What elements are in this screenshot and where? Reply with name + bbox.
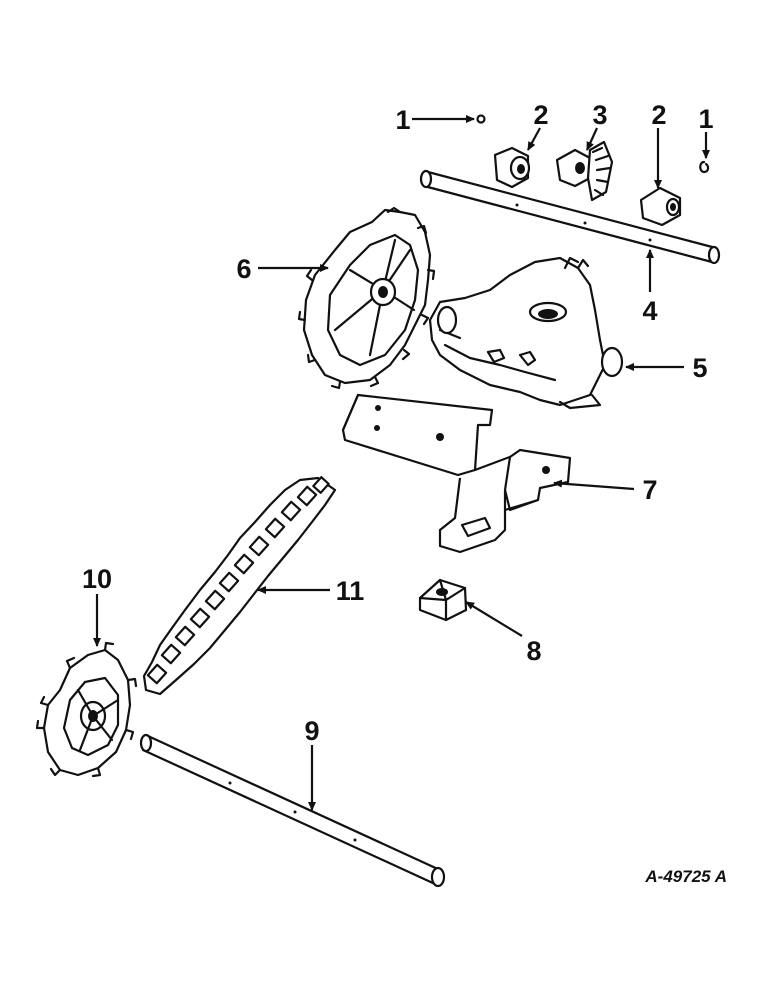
large-sprocket-part xyxy=(297,206,436,390)
callout-label-2a: 2 xyxy=(533,100,548,130)
callout-label-4: 4 xyxy=(642,296,657,326)
callout-label-8: 8 xyxy=(526,636,541,666)
callout-label-5: 5 xyxy=(692,353,707,383)
callout-label-3: 3 xyxy=(592,100,607,130)
lower-shaft-part xyxy=(139,733,446,888)
bushing-left-part xyxy=(493,146,531,189)
callout-label-1a: 1 xyxy=(395,105,410,135)
callout-label-1b: 1 xyxy=(698,104,713,134)
small-sprocket-part xyxy=(35,641,138,778)
square-block-part xyxy=(418,578,468,622)
mounting-bracket-part xyxy=(341,393,572,554)
callout-arrows xyxy=(93,115,710,811)
callout-label-9: 9 xyxy=(304,716,319,746)
callout-label-2b: 2 xyxy=(651,100,666,130)
cotter-pin-part xyxy=(699,160,710,174)
pin-part xyxy=(476,114,486,124)
callout-label-7: 7 xyxy=(642,475,657,505)
upper-shaft-part xyxy=(419,169,721,265)
gear-housing-part xyxy=(428,256,624,410)
drive-chain-part xyxy=(142,476,337,696)
bevel-gear-part xyxy=(555,140,614,202)
callout-label-11: 11 xyxy=(336,576,365,606)
bushing-right-part xyxy=(639,186,682,227)
callout-label-10: 10 xyxy=(82,564,112,594)
callout-label-6: 6 xyxy=(236,254,251,284)
figure-reference-number: A-49725 A xyxy=(644,867,727,886)
